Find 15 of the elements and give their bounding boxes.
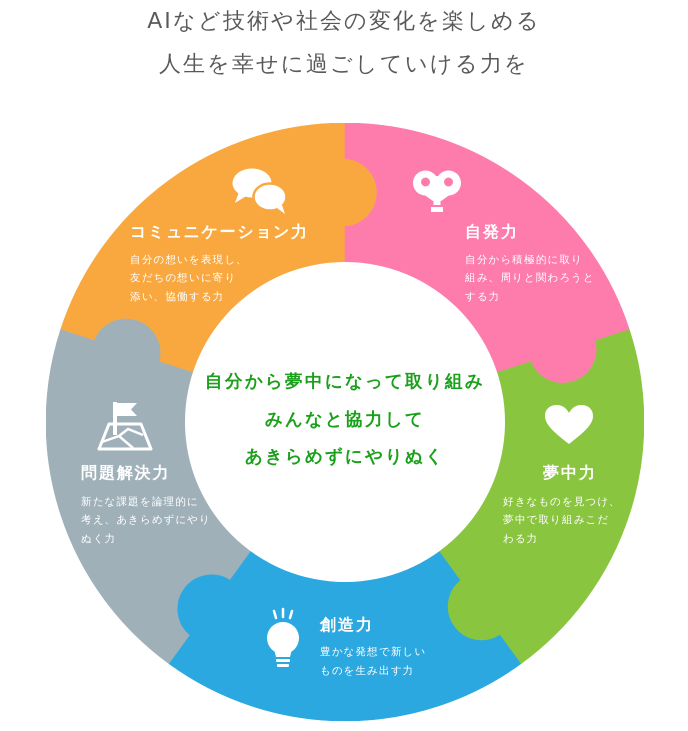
- heading: 自発力: [465, 222, 519, 242]
- puzzle-piece: [439, 329, 644, 664]
- description: 豊かな発想で新しいものを生み出す力: [320, 645, 426, 678]
- puzzle-piece: [169, 551, 521, 721]
- puzzle-piece: [60, 123, 377, 373]
- title: AIなど技術や社会の変化を楽しめる人生を幸せに過ごしていける力を: [147, 8, 541, 79]
- description: 自分から積極的に取り組み、周りと関わろうとする力: [465, 252, 595, 304]
- heading: 夢中力: [543, 463, 597, 483]
- heading: コミュニケーション力: [130, 222, 309, 242]
- description: 自分の想いを表現し、友だちの想いに寄り添い、協働する力: [130, 252, 248, 304]
- center-text: 自分から夢中になって取り組みみんなと協力してあきらめずにやりぬく: [205, 371, 485, 469]
- heading: 問題解決力: [81, 463, 170, 483]
- description: 新たな課題を論理的に考え、あきらめずにやりぬく力: [81, 494, 211, 546]
- description: 好きなものを見つけ、夢中で取り組みこだわる力: [503, 494, 621, 546]
- heading: 創造力: [320, 615, 374, 635]
